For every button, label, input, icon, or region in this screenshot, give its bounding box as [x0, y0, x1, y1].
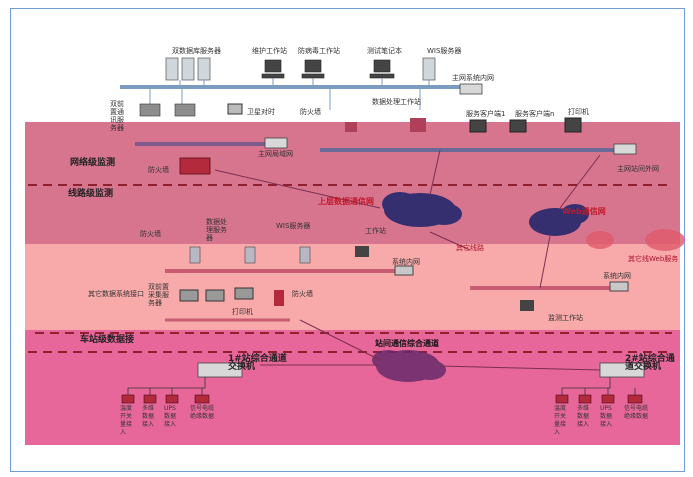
label-leaf-1: 温度开关量接入 — [120, 405, 133, 436]
workstation-icon — [261, 59, 395, 79]
collect-server-icon — [179, 287, 254, 302]
label-switch-2: 2#站综合通道交换机 — [625, 354, 675, 372]
comm-server-icon — [139, 103, 196, 117]
label-network-level: 网络级监测 — [70, 158, 116, 168]
label-system-intranet-2: 系统内网 — [603, 272, 631, 280]
station-level-band — [25, 330, 680, 445]
label-leaf-8: 信号电缆绝缘数据 — [624, 405, 649, 420]
label-switch-1: 1#站综合通道交换机 — [228, 354, 287, 372]
label-client-1: 服务客户端1 — [466, 110, 506, 118]
label-antivirus-ws: 防病毒工作站 — [298, 47, 340, 55]
label-main-intranet: 主网系统内网 — [452, 74, 494, 82]
label-monitor-ws: 监测工作站 — [548, 314, 583, 322]
label-firewall-top: 防火墙 — [300, 108, 321, 116]
label-leaf-6: 多维数据接入 — [577, 405, 590, 428]
label-main-outer: 主网站间外网 — [617, 165, 659, 173]
cloud-web — [529, 204, 589, 236]
label-other-lines: 其它线路 — [456, 244, 484, 252]
server-rack-icon — [189, 246, 311, 264]
label-test-laptop: 测试笔记本 — [367, 47, 402, 55]
cloud-station — [372, 350, 446, 382]
label-printer-top: 打印机 — [568, 108, 589, 116]
label-workstation: 工作站 — [365, 227, 386, 235]
satellite-icon — [227, 103, 243, 115]
label-firewall-low-2: 防火墙 — [292, 290, 313, 298]
label-web-network: Web通信网 — [562, 207, 606, 216]
label-leaf-3: UPS数据接入 — [164, 405, 177, 428]
label-data-processing: 数据处理工作站 — [372, 98, 421, 106]
label-upper-network: 上层数据通信网 — [318, 197, 374, 206]
label-station-data: 车站级数据接 — [80, 335, 135, 345]
label-dual-collect-server: 双前置采集服务器 — [148, 283, 169, 307]
label-client-n: 服务客户端n — [515, 110, 555, 118]
firewall-icon — [179, 157, 211, 175]
label-firewall-low: 防火墙 — [140, 230, 161, 238]
label-wis-server: WIS服务器 — [427, 47, 462, 55]
label-system-intranet: 系统内网 — [392, 258, 420, 266]
label-printer-low: 打印机 — [232, 308, 253, 316]
label-main-lan: 主网局域网 — [258, 150, 293, 158]
label-maintenance-ws: 维护工作站 — [252, 47, 287, 55]
switch-2-icon — [599, 362, 645, 378]
label-dual-db-server: 双数据库服务器 — [172, 47, 221, 55]
label-line-level: 线路级监测 — [68, 189, 114, 199]
label-firewall-mid: 防火墙 — [148, 166, 169, 174]
cloud-upper — [382, 192, 462, 227]
label-leaf-5: 温度开关量接入 — [554, 405, 567, 436]
client-icon — [469, 117, 582, 133]
label-other-web: 其它线Web服务 — [628, 255, 679, 263]
cloud-other — [586, 229, 685, 251]
label-time-sync: 卫星对时 — [247, 108, 275, 116]
label-other-data-system: 其它数据系统接口 — [88, 290, 144, 298]
label-dual-comm-server: 双前置通讯服务器 — [110, 100, 124, 132]
label-data-processing-server: 数据处理服务器 — [206, 218, 227, 242]
label-leaf-7: UPS数据接入 — [600, 405, 613, 428]
server-icon — [165, 57, 436, 81]
switch-icon — [264, 83, 637, 155]
sensor-icon — [121, 394, 643, 404]
switch-1-icon — [197, 362, 243, 378]
label-leaf-4: 信号电缆绝缘数据 — [190, 405, 215, 420]
label-station-comm: 站间通信综合通道 — [375, 339, 439, 348]
label-leaf-2: 多维数据接入 — [142, 405, 155, 428]
label-wis-server-low: WIS服务器 — [276, 222, 311, 230]
